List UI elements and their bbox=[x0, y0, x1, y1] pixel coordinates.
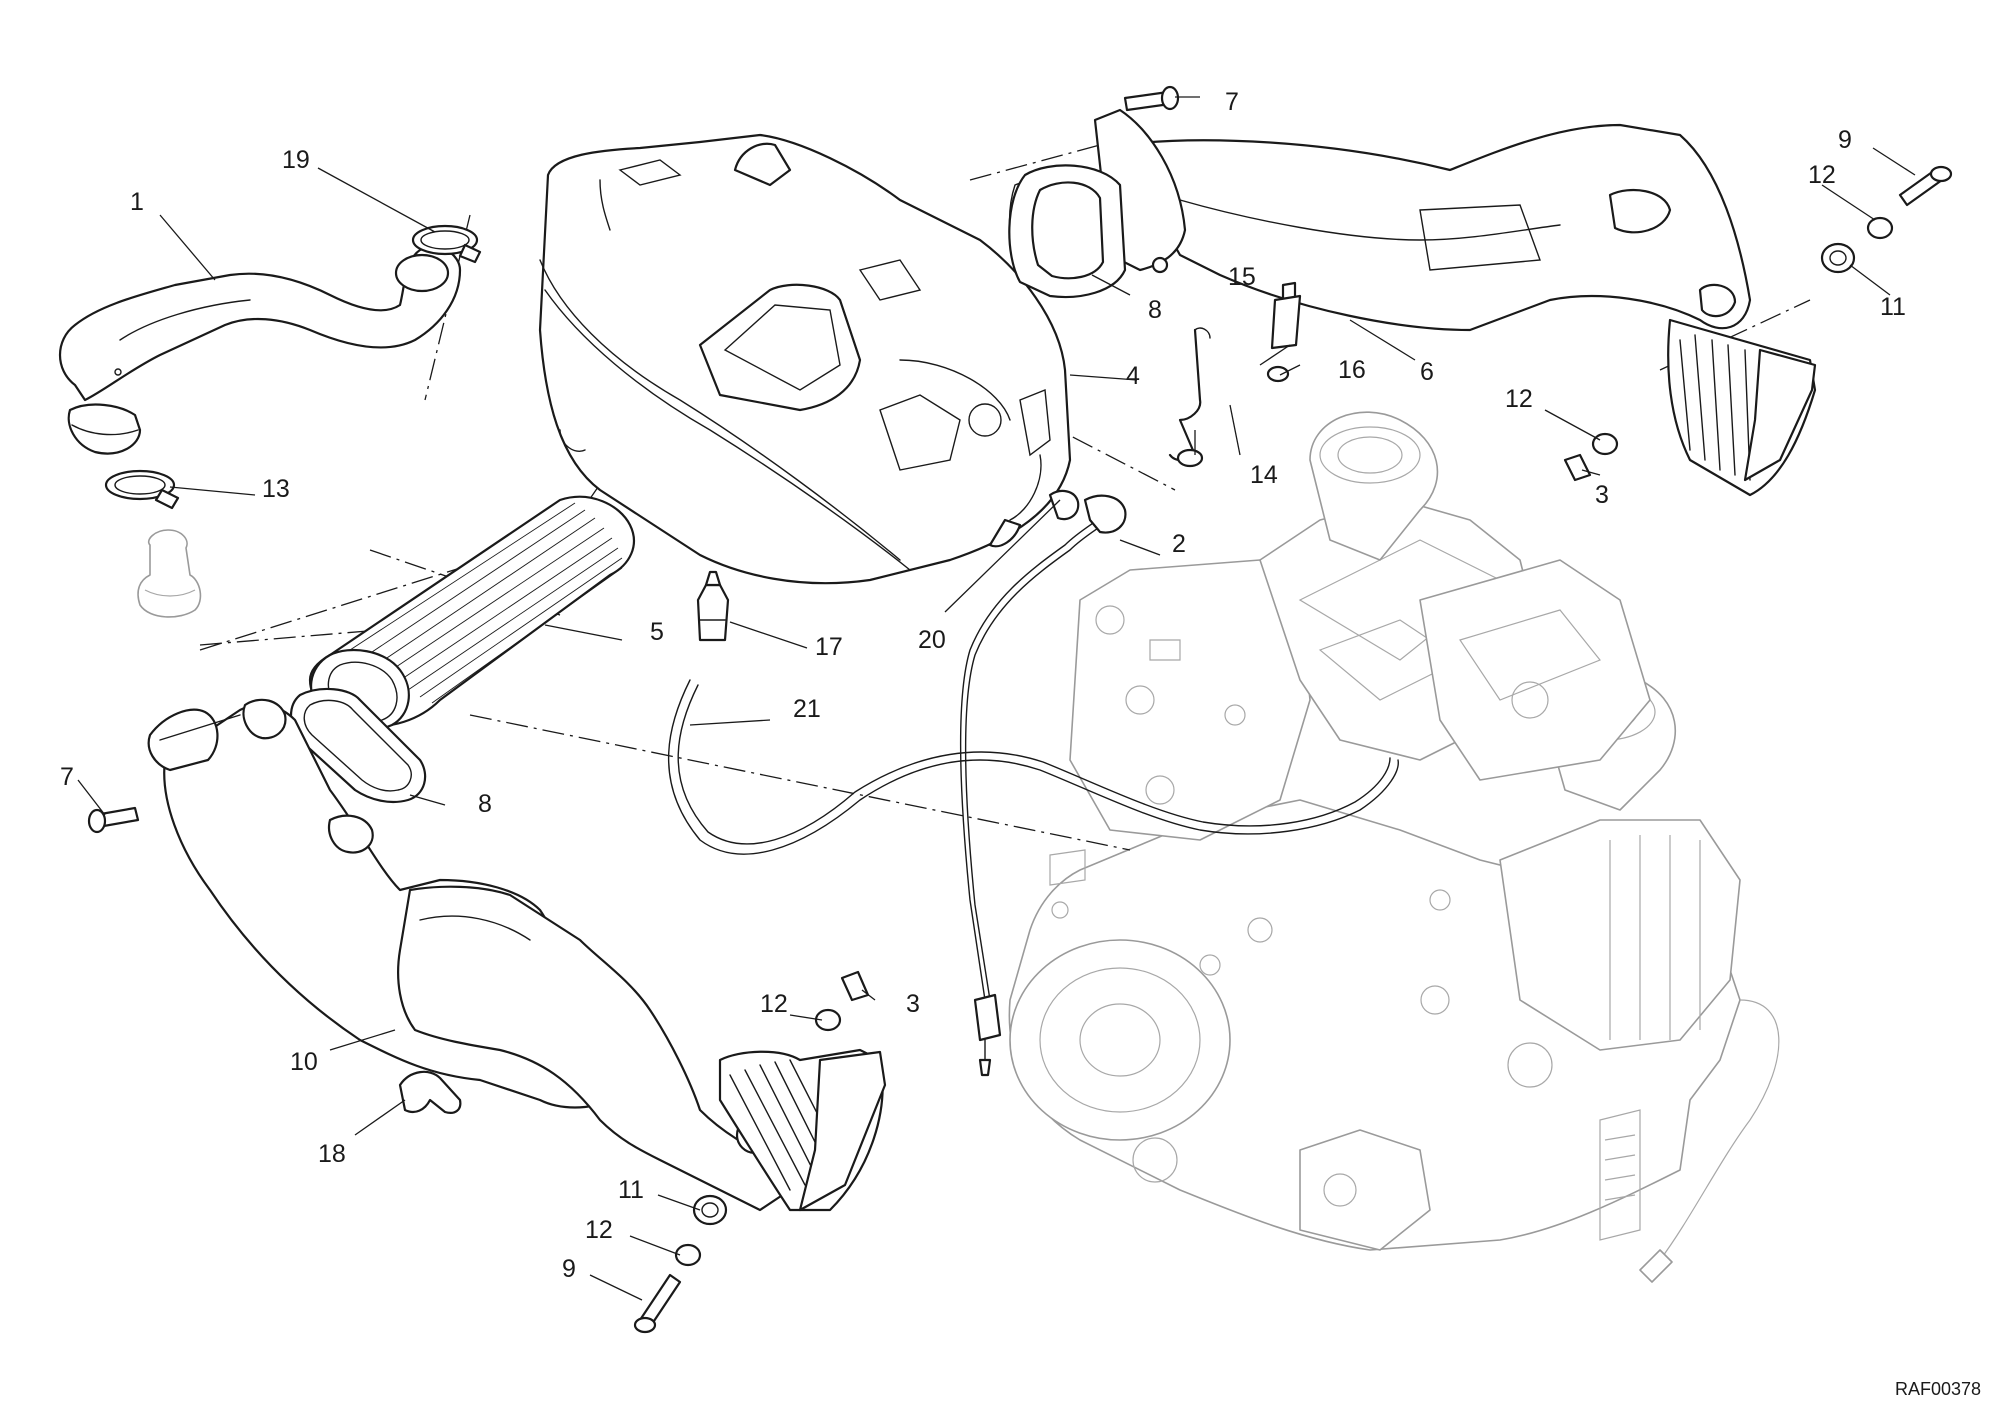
callout-3-lower: 3 bbox=[906, 990, 920, 1018]
right-intake-duct bbox=[1008, 108, 1817, 497]
grommet-11-lower bbox=[692, 1194, 728, 1226]
callout-20: 20 bbox=[918, 626, 946, 654]
cable-clip-18 bbox=[398, 1070, 462, 1114]
callout-12-lower-top: 12 bbox=[760, 990, 788, 1018]
callout-5: 5 bbox=[650, 618, 664, 646]
callout-7-left: 7 bbox=[60, 763, 74, 791]
airbox bbox=[538, 133, 1072, 585]
callout-17: 17 bbox=[815, 633, 843, 661]
breather-hose bbox=[59, 245, 462, 455]
callout-18: 18 bbox=[318, 1140, 346, 1168]
callout-10: 10 bbox=[290, 1048, 318, 1076]
figure-reference-code: RAF00378 bbox=[1895, 1379, 1981, 1399]
hose-clamp-19 bbox=[411, 224, 482, 264]
callout-2: 2 bbox=[1172, 530, 1186, 558]
screw-7-left bbox=[87, 806, 140, 834]
callout-15: 15 bbox=[1228, 263, 1256, 291]
fitting-20 bbox=[1048, 489, 1080, 521]
vent-fitting-17 bbox=[696, 570, 730, 642]
callout-8-top: 8 bbox=[1148, 296, 1162, 324]
screw-9-right bbox=[1898, 165, 1953, 207]
retaining-bracket-15 bbox=[1168, 327, 1211, 462]
callout-16: 16 bbox=[1338, 356, 1366, 384]
callout-11-right: 11 bbox=[1880, 293, 1906, 321]
left-intake-duct bbox=[147, 698, 887, 1212]
callout-13: 13 bbox=[262, 475, 290, 503]
washer-12-right-top bbox=[1866, 216, 1894, 240]
callout-9-lower: 9 bbox=[562, 1255, 576, 1283]
screw-16 bbox=[1266, 281, 1302, 383]
vent-hose bbox=[668, 679, 1399, 855]
callout-21: 21 bbox=[793, 695, 821, 723]
callout-11-lower: 11 bbox=[618, 1176, 644, 1204]
callout-12-lower-bottom: 12 bbox=[585, 1216, 613, 1244]
drain-cable bbox=[959, 494, 1127, 1077]
callout-12-right-bottom: 12 bbox=[1505, 385, 1533, 413]
callout-8-lower: 8 bbox=[478, 790, 492, 818]
washer-12-lower-top bbox=[814, 1008, 842, 1032]
callout-14: 14 bbox=[1250, 461, 1278, 489]
callout-7-top: 7 bbox=[1225, 88, 1239, 116]
washer-12-lower-bottom bbox=[674, 1243, 702, 1267]
callout-3-right: 3 bbox=[1595, 481, 1609, 509]
grommet-11-right bbox=[1820, 242, 1856, 274]
nut-3-right bbox=[1563, 453, 1592, 482]
washer-14 bbox=[1176, 448, 1204, 468]
washer-12-right-bottom bbox=[1591, 432, 1619, 456]
hose-clamp-13 bbox=[104, 469, 180, 510]
gasket-upper bbox=[1008, 164, 1127, 299]
air-filter bbox=[308, 495, 635, 732]
leader-lines bbox=[77, 96, 1916, 1301]
callout-1: 1 bbox=[130, 188, 144, 216]
callout-9-right: 9 bbox=[1838, 126, 1852, 154]
screw-9-lower bbox=[633, 1273, 682, 1334]
callout-12-right-top: 12 bbox=[1808, 161, 1836, 189]
screw-7-top bbox=[1123, 85, 1180, 112]
callout-labels: 1 19 13 5 4 2 20 17 21 8 8 7 7 6 15 16 1… bbox=[60, 88, 1906, 1283]
engine-block-background bbox=[1008, 411, 1780, 1283]
callout-19: 19 bbox=[282, 146, 310, 174]
nut-3-lower bbox=[840, 970, 870, 1002]
callout-6: 6 bbox=[1420, 358, 1434, 386]
breather-fitting bbox=[137, 529, 202, 618]
callout-4: 4 bbox=[1126, 362, 1140, 390]
